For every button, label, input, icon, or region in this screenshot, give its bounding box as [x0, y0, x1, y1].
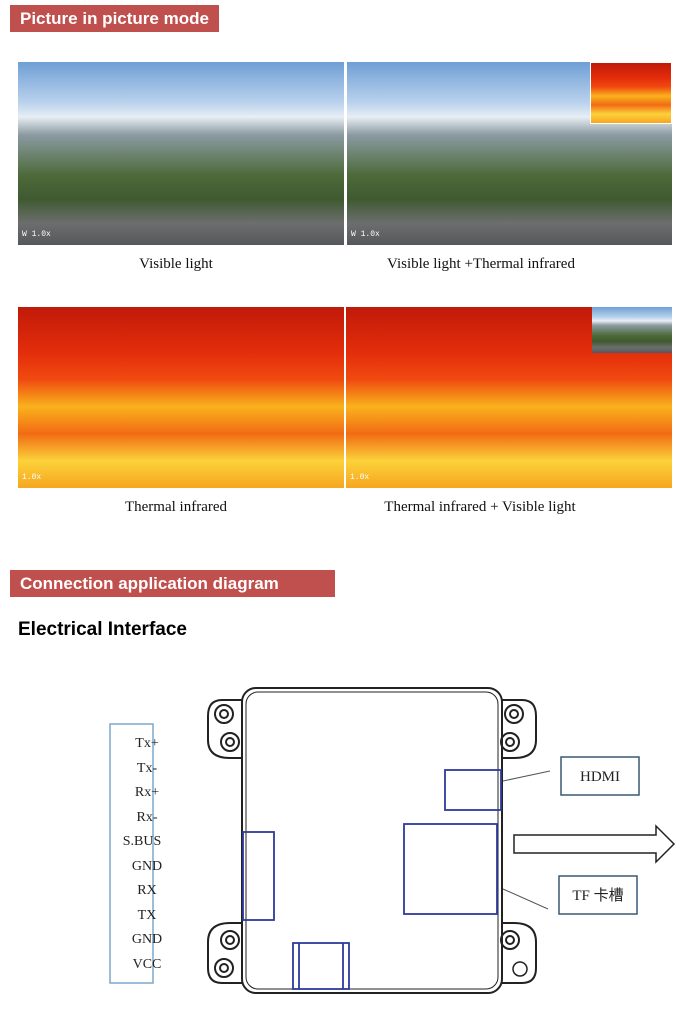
photo-osd: W 1.0x	[351, 230, 380, 239]
photo-osd: 1.0x	[22, 473, 42, 482]
pin-label: TX	[138, 908, 157, 923]
visible-inset	[592, 307, 672, 353]
electrical-interface-title: Electrical Interface	[18, 619, 187, 640]
tf-leader	[502, 888, 549, 910]
hdmi-leader	[502, 770, 551, 782]
tf-slot	[403, 823, 498, 915]
connectors	[242, 769, 502, 990]
pin-list: Tx+ Tx- Rx+ Rx- S.BUS GND RX TX GND VCC	[123, 736, 162, 972]
photo-osd: W 1.0x	[22, 230, 51, 239]
section-header-connection: Connection application diagram	[10, 570, 335, 597]
caption-visible-thermal: Visible light +Thermal infrared	[387, 256, 575, 272]
photo-visible-light: W 1.0x	[18, 62, 344, 245]
photo-osd: 1.0x	[350, 473, 370, 482]
tf-label-box	[558, 875, 638, 915]
photo-thermal: 1.0x	[18, 307, 344, 488]
hdmi-label: HDMI	[580, 769, 620, 785]
hdmi-label-box	[560, 756, 640, 796]
pin-label: Rx+	[135, 785, 159, 800]
thermal-inset	[590, 62, 672, 124]
caption-thermal: Thermal infrared	[124, 499, 228, 515]
pin-label: Tx-	[137, 761, 158, 776]
output-arrow-icon	[513, 824, 676, 864]
pin-label: GND	[132, 859, 162, 874]
electrical-diagram: Tx+ Tx- Rx+ Rx- S.BUS GND RX TX GND VCC	[109, 687, 676, 994]
caption-thermal-visible: Thermal infrared + Visible light	[384, 499, 576, 515]
pin-label: VCC	[133, 957, 162, 972]
pin-label: Rx-	[137, 810, 158, 825]
bottom-connector	[292, 942, 350, 990]
pin-list-box	[109, 723, 154, 984]
pin-connector	[242, 831, 275, 921]
pin-label: RX	[137, 883, 156, 898]
pin-label: S.BUS	[123, 834, 162, 849]
mounting-holes	[214, 704, 528, 978]
photo-visible-thermal: W 1.0x	[347, 62, 672, 245]
hdmi-connector	[444, 769, 502, 811]
caption-visible-light: Visible light	[139, 256, 213, 272]
tf-label: TF 卡槽	[572, 887, 623, 904]
pin-label: GND	[132, 932, 162, 947]
photo-thermal-visible: 1.0x	[346, 307, 672, 488]
module-outline	[207, 687, 537, 994]
section-header-pip: Picture in picture mode	[10, 5, 219, 32]
pin-label: Tx+	[135, 736, 159, 751]
